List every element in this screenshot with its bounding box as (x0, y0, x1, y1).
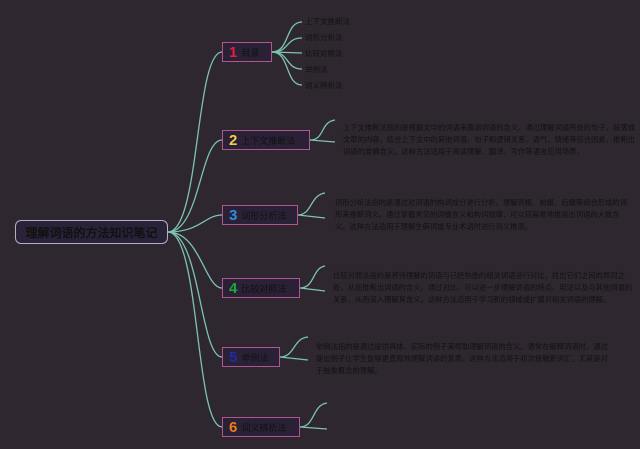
node-number: 3 (229, 206, 238, 224)
node-comparison[interactable]: 4 比较对照法 (222, 278, 300, 298)
toc-item[interactable]: 词形分析法 (305, 33, 343, 42)
description-example: 举例法指的是通过提供具体、实际的例子来帮助理解词语的含义。通常在解释词语时，通过… (316, 342, 608, 375)
node-number: 5 (229, 348, 238, 366)
node-example[interactable]: 5 举例法 (222, 347, 280, 367)
node-context-inference[interactable]: 2 上下文推断法 (222, 130, 310, 150)
node-label: 上下文推断法 (241, 136, 296, 147)
node-label: 词义辨析法 (241, 423, 287, 434)
node-toc[interactable]: 1 目录 (222, 42, 272, 62)
node-number: 1 (229, 43, 238, 61)
node-label: 举例法 (241, 353, 269, 364)
description-context-inference: 上下文推断法指的是根据文中的词语来猜测词语的含义。通过理解词语所处的句子、段落或… (343, 123, 635, 156)
node-meaning-discrimination[interactable]: 6 词义辨析法 (222, 417, 300, 437)
node-number: 4 (229, 279, 238, 297)
toc-item[interactable]: 举例法 (305, 65, 328, 74)
toc-item[interactable]: 词义辨析法 (305, 81, 343, 90)
node-word-form-analysis[interactable]: 3 词形分析法 (222, 205, 298, 225)
description-word-form-analysis: 词形分析法指的是通过对词语的构词成分进行分析，理解词根、前缀、后缀等组合形成的词… (335, 198, 627, 231)
root-node[interactable]: 理解词语的方法知识笔记 (15, 220, 168, 244)
node-label: 比较对照法 (241, 284, 287, 295)
node-label: 目录 (241, 48, 260, 59)
node-number: 2 (229, 131, 238, 149)
description-comparison: 比较对照法指的是将待理解的词语与已经熟悉的相关词语进行对比，找出它们之间的异同之… (333, 271, 633, 304)
node-number: 6 (229, 418, 238, 436)
node-label: 词形分析法 (241, 211, 287, 222)
toc-item[interactable]: 上下文推断法 (305, 17, 350, 26)
toc-item[interactable]: 比较对照法 (305, 49, 343, 58)
